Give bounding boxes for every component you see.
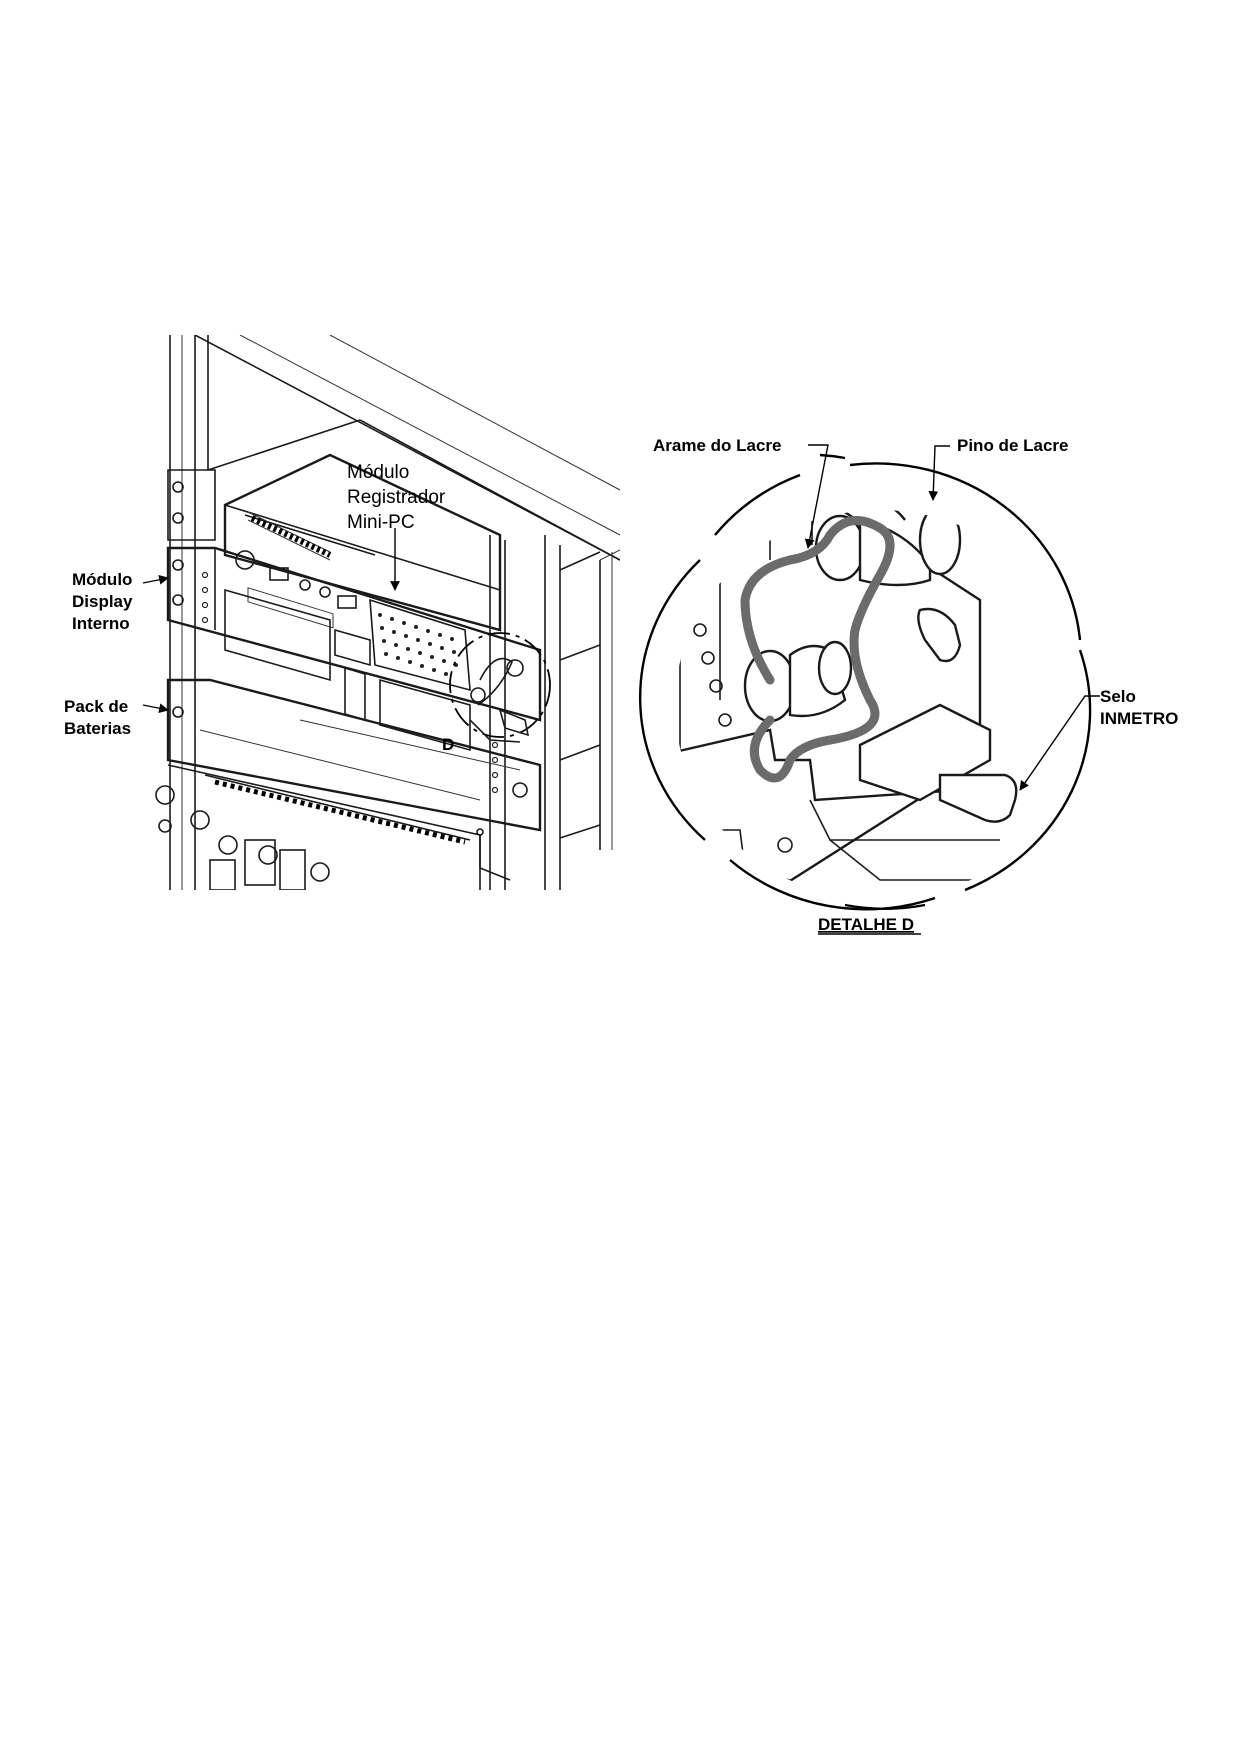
label-modulo-registrador-line3: Mini-PC <box>347 512 415 533</box>
label-pino-de-lacre: Pino de Lacre <box>957 436 1068 455</box>
label-modulo-registrador-line1: Módulo <box>347 462 409 483</box>
label-pack-baterias-line2: Baterias <box>64 719 131 738</box>
label-modulo-display-line1: Módulo <box>72 570 132 589</box>
vent-holes <box>378 613 458 676</box>
label-detalhe-d: DETALHE D <box>818 915 914 934</box>
detail-d-drawing <box>638 453 1092 911</box>
label-selo-line1: Selo <box>1100 687 1136 706</box>
label-selo-line2: INMETRO <box>1100 709 1178 728</box>
label-modulo-display-line2: Display <box>72 592 133 611</box>
label-modulo-registrador-line2: Registrador <box>347 487 446 508</box>
label-arame-do-lacre: Arame do Lacre <box>653 436 782 455</box>
label-detail-marker: D <box>442 735 454 754</box>
leader-lines <box>142 444 1100 791</box>
label-pack-baterias-line1: Pack de <box>64 697 128 716</box>
rack-drawing <box>155 335 620 890</box>
label-modulo-display-line3: Interno <box>72 614 130 633</box>
